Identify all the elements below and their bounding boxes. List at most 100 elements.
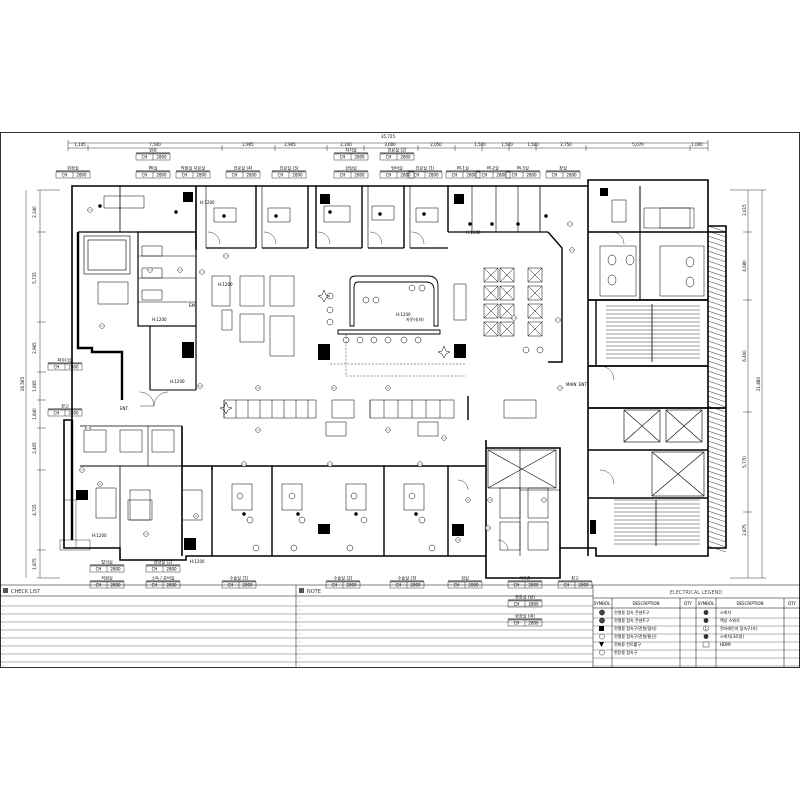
legend-right-desc-2: 전자레인지 접속구(조)	[720, 625, 758, 631]
tag-top-height-3: 2800	[196, 173, 207, 178]
legend-left-symbol-0	[599, 609, 605, 616]
dim-top-4: 2,100	[340, 142, 352, 147]
tag-top-height-0: 2800	[76, 173, 87, 178]
tag-top-height-1: 2800	[156, 155, 167, 160]
device-dot	[544, 214, 548, 218]
dim-top-8: 1,500	[501, 142, 513, 147]
legend-header-2: QTY	[684, 601, 693, 606]
tag-top-height-10: 2800	[428, 173, 439, 178]
tag-top-ch-8: CH	[386, 155, 392, 160]
tag-bottom-name-10: 화장실 (남)	[515, 594, 535, 601]
outlet-symbols	[79, 204, 575, 543]
legend-left-desc-2: 전열용 접속구(전원/접지)	[614, 625, 657, 631]
tag-top-name-7: 상담실	[345, 165, 357, 171]
furniture	[83, 195, 705, 552]
legend-header-3: SYMBOL	[698, 601, 715, 606]
note-row-5: -	[299, 639, 301, 644]
tag-bottom-2: 상담실 (2) CH 2800	[145, 559, 181, 573]
note-row-3: -	[299, 623, 301, 628]
device-dot	[516, 222, 520, 226]
height-mark-2: H:1200	[152, 317, 167, 322]
note-row-7: -	[299, 655, 301, 660]
tag-top-ch-1: CH	[142, 155, 148, 160]
device-dot	[222, 214, 226, 218]
height-mark-3: H:1200	[170, 379, 185, 384]
legend-left-desc-4: 전화용 컨트롤구	[614, 641, 641, 647]
tag-top-height-8: 2800	[400, 155, 411, 160]
dim-left-3: 1,665	[32, 380, 37, 392]
tag-top-name-8: 진료실 (2)	[388, 147, 407, 153]
legend-right-desc-3: 스위치(3로용)	[720, 633, 745, 639]
tag-bottom-name-11: 화장실 (여)	[515, 613, 535, 620]
tag-bottom-name-9: 창고	[571, 575, 579, 581]
dim-top-11: 5,070	[632, 142, 644, 147]
svg-text:L: L	[705, 626, 708, 631]
dim-top-labels: 1,145 7,500 2,905 2,905 2,100 3,000 2,05…	[74, 142, 703, 147]
height-mark-5: H:1200	[92, 533, 107, 538]
tag-top-height-6: 2800	[354, 155, 365, 160]
tag-top-ch-5: CH	[278, 173, 284, 178]
dim-right-1: 4,080	[742, 260, 747, 272]
tag-top-name-3: 직원실 자료실	[181, 165, 206, 172]
tag-top-8: 진료실 (2) CH 2800	[379, 147, 415, 161]
height-mark-4: H:1200	[396, 312, 411, 317]
tag-bottom-ch-11: CH	[514, 621, 520, 626]
walls	[63, 179, 727, 579]
tag-top-ch-7: CH	[340, 173, 346, 178]
dim-left-1: 5,735	[32, 272, 37, 284]
checklist-row-8: -	[3, 663, 5, 668]
dim-top-1: 7,500	[149, 142, 161, 147]
tag-bottom-ch-0: CH	[96, 567, 102, 572]
dim-left-6: 4,725	[32, 504, 37, 516]
dim-left-7: 1,875	[32, 558, 37, 570]
tag-top-height-2: 2800	[156, 173, 167, 178]
main-entrance-label: MAIN. ENT.	[566, 382, 588, 387]
tag-top-ch-6: CH	[340, 155, 346, 160]
legend-left-desc-0: 전열용 접속 콘센트구	[614, 609, 650, 615]
legend-right-symbol-1	[703, 618, 709, 623]
dim-left-labels: 2,340 5,735 2,965 1,665 1,840 2,405 4,72…	[20, 206, 37, 570]
tag-top-name-14: 창실	[559, 165, 567, 171]
tag-bottom-height-2: 2800	[166, 567, 177, 572]
tag-bottom-ch-2: CH	[152, 567, 158, 572]
dim-top-10: 2,750	[560, 142, 572, 147]
tag-bottom-name-2: 상담실 (2)	[154, 559, 173, 565]
tag-top-name-12: M-2실	[487, 165, 499, 171]
tag-bottom-name-6: 수술실 (3)	[398, 575, 417, 582]
dim-right-total: 21,880	[756, 377, 761, 391]
tag-bottom-name-4: 수술실 (1)	[230, 575, 249, 582]
checklist-row-1: -	[3, 607, 5, 612]
legend-left-symbol-1	[599, 617, 605, 624]
dim-left-total: 26,565	[20, 377, 25, 391]
height-marks: H:1200 H:1600 H:1200 H:1200 H:1200 H:120…	[92, 200, 481, 564]
legend-header-5: QTY	[788, 601, 797, 606]
tag-top-ch-9: CH	[386, 173, 392, 178]
legend-left-desc-5: 천장용 접속구	[614, 649, 638, 655]
tag-bottom-name-7: 검실	[461, 575, 469, 581]
legend-header-4: DESCRIPTION	[736, 601, 763, 606]
device-dot	[328, 210, 332, 214]
device-dot	[98, 204, 102, 208]
top-dimension	[67, 140, 709, 151]
left-dimension	[25, 189, 60, 579]
tag-bottom-ch-10: CH	[514, 602, 520, 607]
dim-top-12: 1,000	[691, 142, 703, 147]
device-dot	[468, 222, 472, 226]
legend-right-desc-1: 렉성 스위치	[720, 617, 740, 623]
tag-top-name-1: 원장	[149, 147, 157, 153]
legend-headers: SYMBOL DESCRIPTION QTY SYMBOL DESCRIPTIO…	[594, 601, 797, 606]
